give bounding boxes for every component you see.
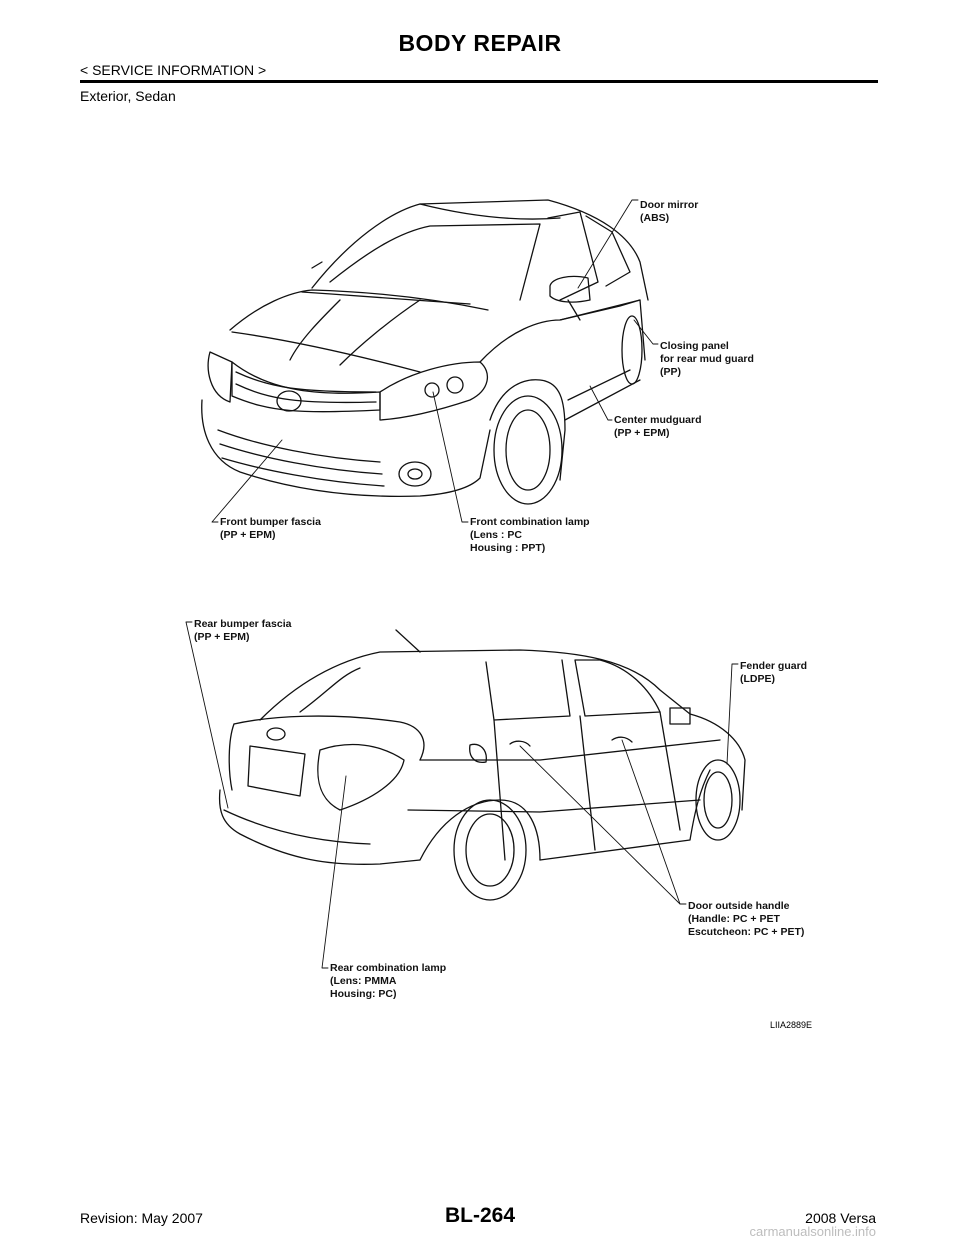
callout-rear-bumper-fascia: Rear bumper fascia (PP + EPM) xyxy=(194,618,291,644)
callout-line: Closing panel xyxy=(660,340,729,352)
callout-line: Door outside handle xyxy=(688,900,790,912)
callout-rear-combination-lamp: Rear combination lamp (Lens: PMMA Housin… xyxy=(330,962,446,1001)
callout-line: (LDPE) xyxy=(740,673,775,685)
callout-fender-guard: Fender guard (LDPE) xyxy=(740,660,807,686)
callout-line: for rear mud guard xyxy=(660,353,754,365)
top-leader-lines xyxy=(211,199,659,523)
callout-line: Escutcheon: PC + PET) xyxy=(688,926,805,938)
section-label: < SERVICE INFORMATION > xyxy=(80,62,267,78)
callout-line: Housing : PPT) xyxy=(470,542,546,554)
front-vehicle-drawing xyxy=(201,199,649,505)
callout-line: Fender guard xyxy=(740,660,808,672)
callout-line: Door mirror xyxy=(640,199,699,211)
callout-line: Front bumper fascia xyxy=(220,516,321,528)
watermark: carmanualsonline.info xyxy=(749,1224,876,1239)
callout-line: Housing: PC) xyxy=(330,988,397,1000)
callout-center-mudguard: Center mudguard (PP + EPM) xyxy=(614,414,702,440)
callout-line: (PP + EPM) xyxy=(220,529,276,541)
callout-line: (PP) xyxy=(660,366,681,378)
callout-line: (Lens: PMMA xyxy=(330,975,397,987)
callout-line: (Lens : PC xyxy=(470,529,522,541)
callout-door-mirror: Door mirror (ABS) xyxy=(640,199,698,225)
callout-line: (Handle: PC + PET xyxy=(688,913,780,925)
callout-line: (ABS) xyxy=(640,212,670,224)
model-year: 2008 Versa xyxy=(805,1210,876,1226)
callout-line: Center mudguard xyxy=(614,414,702,426)
page-title: BODY REPAIR xyxy=(398,30,562,56)
callout-door-outside-handle: Door outside handle (Handle: PC + PET Es… xyxy=(688,900,804,939)
callout-line: (PP + EPM) xyxy=(614,427,670,439)
callout-line: Rear combination lamp xyxy=(330,962,447,974)
figure-code: LIIA2889E xyxy=(770,1020,813,1030)
callout-closing-panel: Closing panel for rear mud guard (PP) xyxy=(660,340,754,379)
callout-front-combination-lamp: Front combination lamp (Lens : PC Housin… xyxy=(470,516,590,555)
callout-line: (PP + EPM) xyxy=(194,631,250,643)
rear-vehicle-drawing xyxy=(218,629,746,901)
callout-line: Rear bumper fascia xyxy=(194,618,292,630)
revision-date: Revision: May 2007 xyxy=(80,1210,203,1226)
subsection-title: Exterior, Sedan xyxy=(80,88,176,104)
header-rule xyxy=(80,80,878,83)
page-number: BL-264 xyxy=(444,1204,516,1227)
callout-front-bumper-fascia: Front bumper fascia (PP + EPM) xyxy=(220,516,321,542)
bottom-leader-lines xyxy=(185,621,739,969)
callout-line: Front combination lamp xyxy=(470,516,590,528)
